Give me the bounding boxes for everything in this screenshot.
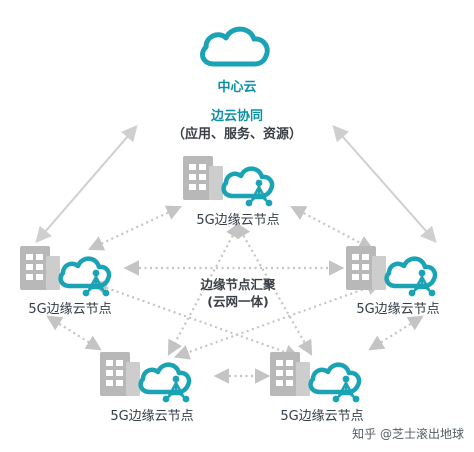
- network-hub-icon: [245, 179, 273, 207]
- link-left-bottomleft: [46, 315, 102, 351]
- center-cloud-label: 中心云: [217, 80, 257, 95]
- network-hub-icon: [82, 269, 110, 297]
- collaboration-subtitle: （应用、服务、资源）: [171, 127, 303, 142]
- collaboration-title: 边云协同: [210, 109, 264, 124]
- network-hub-icon: [162, 375, 190, 403]
- network-hub-icon: [408, 269, 436, 297]
- building-icon: [270, 352, 310, 396]
- building-icon: [20, 246, 60, 290]
- aggregation-label-line2: (云网一体): [207, 294, 269, 309]
- cloud-icon: [221, 166, 275, 199]
- node-label-bottom-left: 5G边缘云节点: [110, 409, 194, 424]
- node-label-top: 5G边缘云节点: [196, 213, 280, 228]
- center-cloud-icon: [200, 26, 270, 67]
- edge-node-top: [183, 156, 275, 207]
- link-right-bottomright: [368, 315, 424, 351]
- edge-node-bottom-left: [100, 352, 192, 403]
- building-icon: [183, 156, 223, 200]
- edge-node-right: [346, 246, 438, 297]
- edge-node-bottom-right: [270, 352, 362, 403]
- cloud-icon: [384, 256, 438, 289]
- node-label-right: 5G边缘云节点: [356, 302, 440, 317]
- cloud-icon: [138, 362, 192, 395]
- building-icon: [100, 352, 140, 396]
- center-to-right-arrow: [332, 125, 437, 243]
- watermark: 知乎 @芝士滚出地球: [352, 427, 464, 441]
- network-hub-icon: [332, 375, 360, 403]
- aggregation-label-line1: 边缘节点汇聚: [200, 277, 276, 292]
- link-top-right: [290, 205, 374, 251]
- link-top-left: [88, 205, 182, 251]
- node-label-left: 5G边缘云节点: [28, 302, 112, 317]
- cloud-icon: [308, 362, 362, 395]
- center-to-left-arrow: [35, 124, 138, 244]
- link-right-bottomleft: [173, 280, 383, 360]
- node-label-bottom-right: 5G边缘云节点: [280, 409, 364, 424]
- building-icon: [346, 246, 386, 290]
- edge-node-left: [20, 246, 112, 297]
- cloud-icon: [58, 256, 112, 289]
